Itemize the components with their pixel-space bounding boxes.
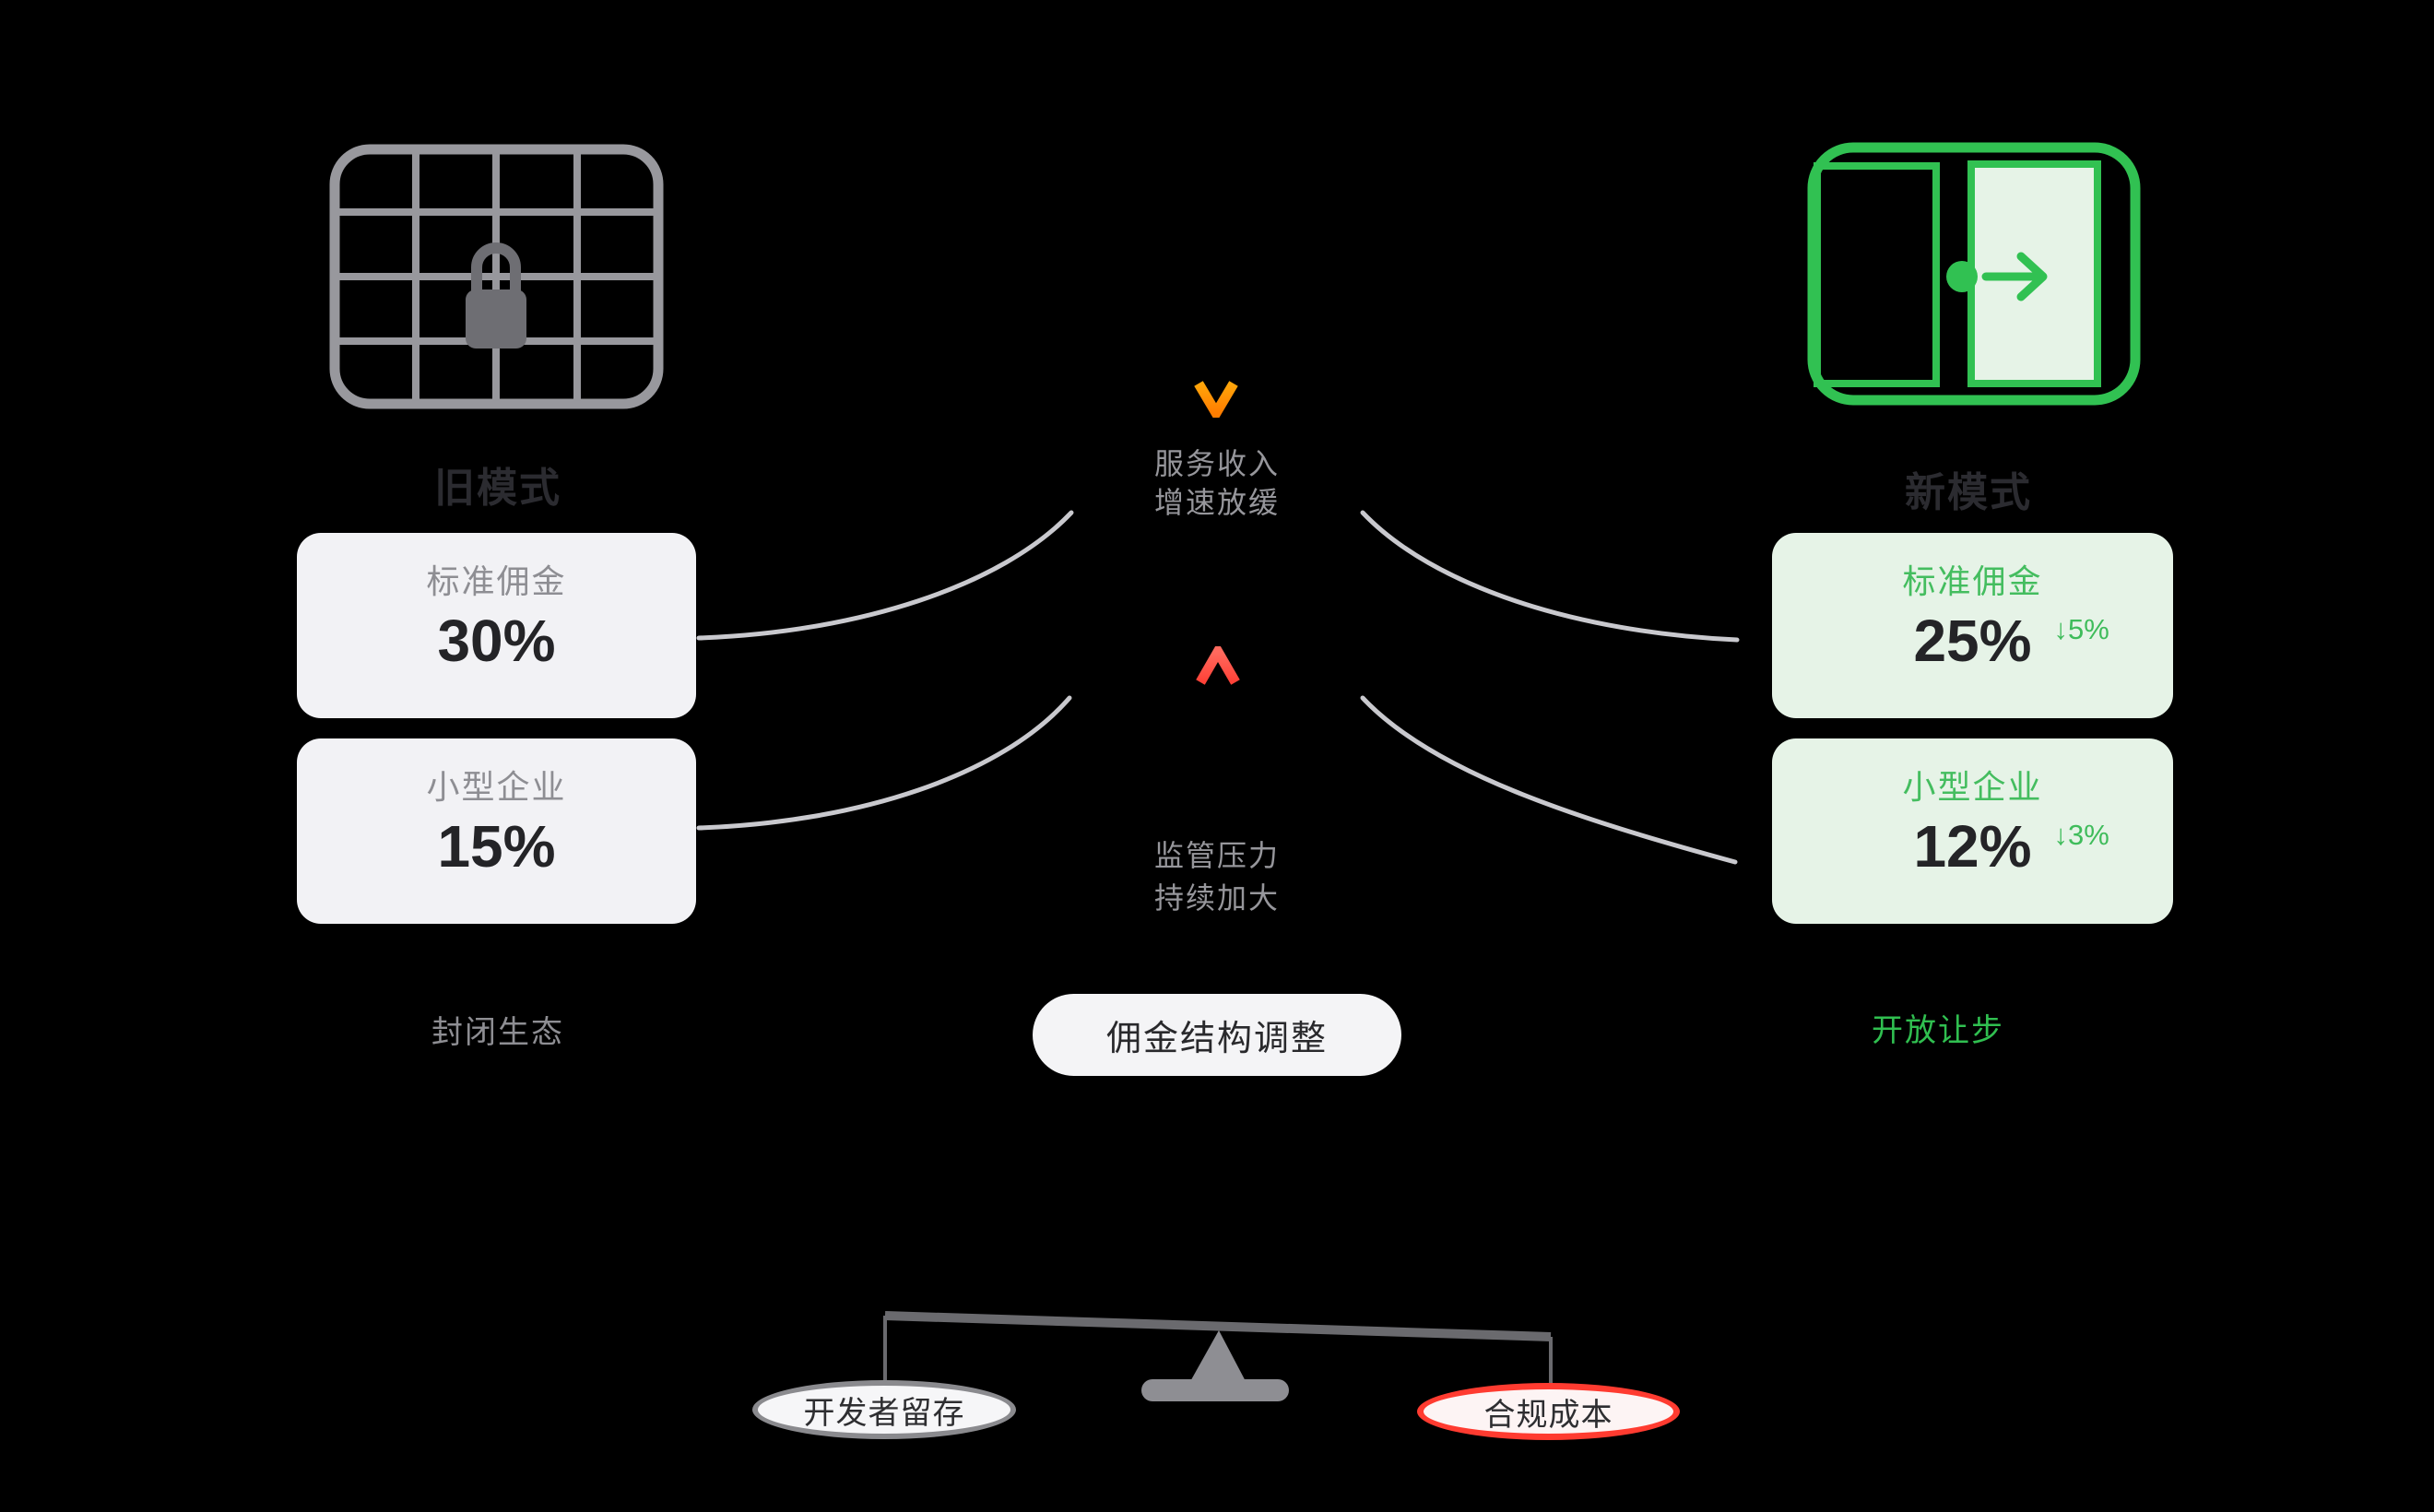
- old-model-title: 旧模式: [434, 466, 561, 511]
- delta-badge: ↓3%: [2053, 818, 2109, 851]
- note-line: 服务收入: [1153, 447, 1280, 480]
- compliance-cost-node: 合规成本: [1417, 1383, 1680, 1440]
- card-value: 12%: [1913, 812, 2032, 880]
- card-label: 小型企业: [426, 767, 567, 806]
- card-value: 30%: [437, 607, 556, 674]
- commission-adjustment-pill: 佣金结构调整: [1033, 994, 1401, 1076]
- card-value: 15%: [437, 812, 556, 880]
- card-label: 小型企业: [1902, 767, 2043, 806]
- door-handle-dot: [1946, 261, 1978, 292]
- developer-retention-node: 开发者留存: [752, 1380, 1016, 1439]
- scale-fulcrum-triangle: [1188, 1330, 1247, 1385]
- note-line: 监管压力: [1153, 839, 1280, 872]
- node-label: 合规成本: [1483, 1397, 1613, 1433]
- curve-new-top: [1360, 510, 1740, 643]
- open-door-icon: [1807, 142, 2141, 406]
- service-revenue-note: 服务收入 增速放缓: [1079, 444, 1355, 522]
- note-line: 持续加大: [1153, 881, 1280, 915]
- note-line: 增速放缓: [1153, 486, 1280, 519]
- balance-scale-icon: [883, 1311, 1553, 1401]
- chevron-up-icon: [1196, 646, 1240, 685]
- old-model-caption: 封闭生态: [431, 1015, 564, 1050]
- regulatory-pressure-note: 监管压力 持续加大: [1079, 834, 1355, 919]
- new-standard-commission-card: 标准佣金 25% ↓5%: [1772, 533, 2173, 718]
- node-label: 开发者留存: [803, 1395, 965, 1431]
- new-model-title: 新模式: [1905, 470, 2032, 515]
- lock-icon: [466, 242, 526, 348]
- old-small-business-card: 小型企业 15%: [297, 738, 696, 924]
- locked-grid-icon: [329, 144, 664, 409]
- curve-old-top: [696, 510, 1074, 641]
- delta-badge: ↓5%: [2053, 612, 2109, 645]
- new-model-caption: 开放让步: [1872, 1013, 2004, 1048]
- card-label: 标准佣金: [426, 561, 567, 600]
- curve-old-bottom: [696, 695, 1072, 831]
- arrow-right-icon: [1981, 252, 2048, 301]
- new-small-business-card: 小型企业 12% ↓3%: [1772, 738, 2173, 924]
- scale-base: [1141, 1379, 1289, 1401]
- card-label: 标准佣金: [1902, 561, 2043, 600]
- old-standard-commission-card: 标准佣金 30%: [297, 533, 696, 718]
- chevron-down-icon: [1194, 381, 1238, 418]
- curve-new-bottom: [1360, 695, 1738, 865]
- scale-beam: [884, 1311, 1552, 1341]
- card-value: 25%: [1913, 607, 2032, 674]
